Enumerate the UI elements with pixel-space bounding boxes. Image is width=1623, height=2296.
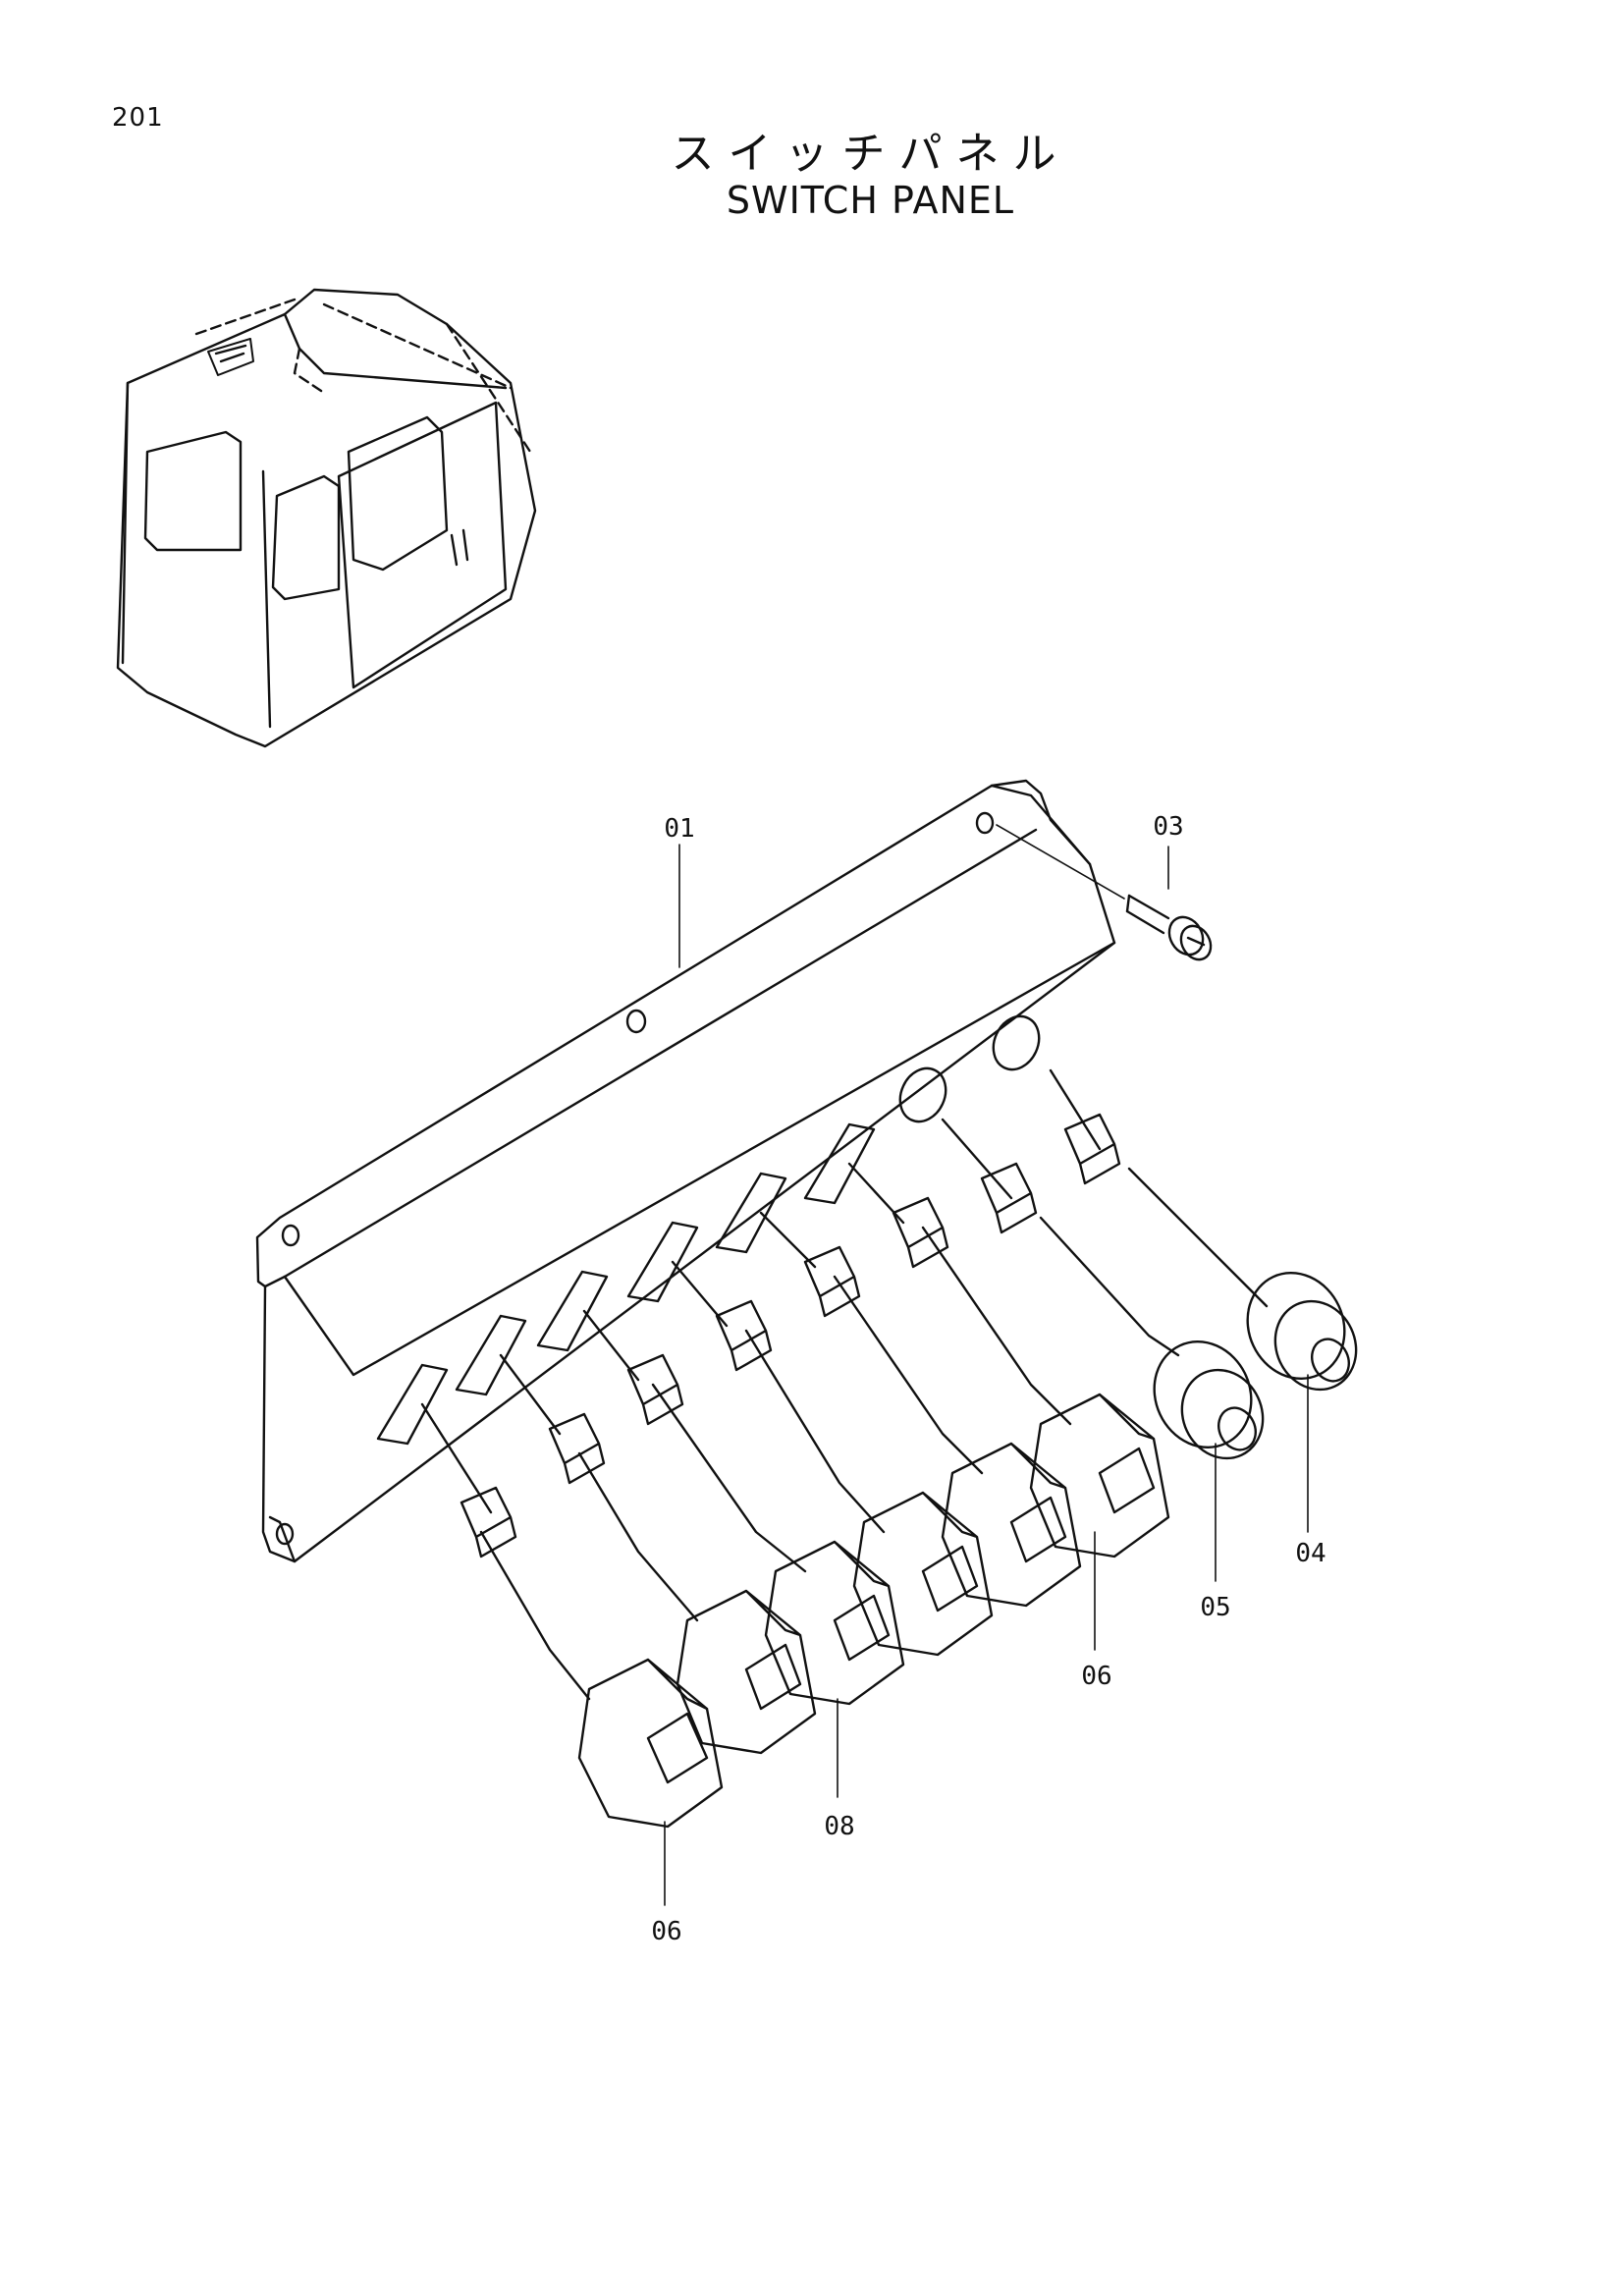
page-number: 201 — [112, 103, 164, 133]
callout-06-right: 06 — [1081, 1662, 1111, 1691]
cab-inset-drawing — [116, 288, 537, 748]
wire-harnesses — [420, 1068, 1269, 1701]
callout-01: 01 — [664, 814, 694, 844]
rotary-switches — [1153, 1271, 1358, 1460]
callout-06-left: 06 — [651, 1917, 681, 1946]
switch-panel-plate — [255, 779, 1116, 1563]
screw — [996, 824, 1213, 961]
rocker-switches — [577, 1393, 1170, 1829]
callout-03: 03 — [1153, 812, 1183, 842]
callout-05: 05 — [1200, 1593, 1230, 1622]
callout-leaders — [664, 844, 1309, 1906]
callout-04: 04 — [1295, 1539, 1325, 1568]
title-english: SWITCH PANEL — [726, 179, 1015, 222]
title-japanese: スイッチパネル — [671, 129, 1070, 179]
callout-08: 08 — [824, 1812, 854, 1841]
